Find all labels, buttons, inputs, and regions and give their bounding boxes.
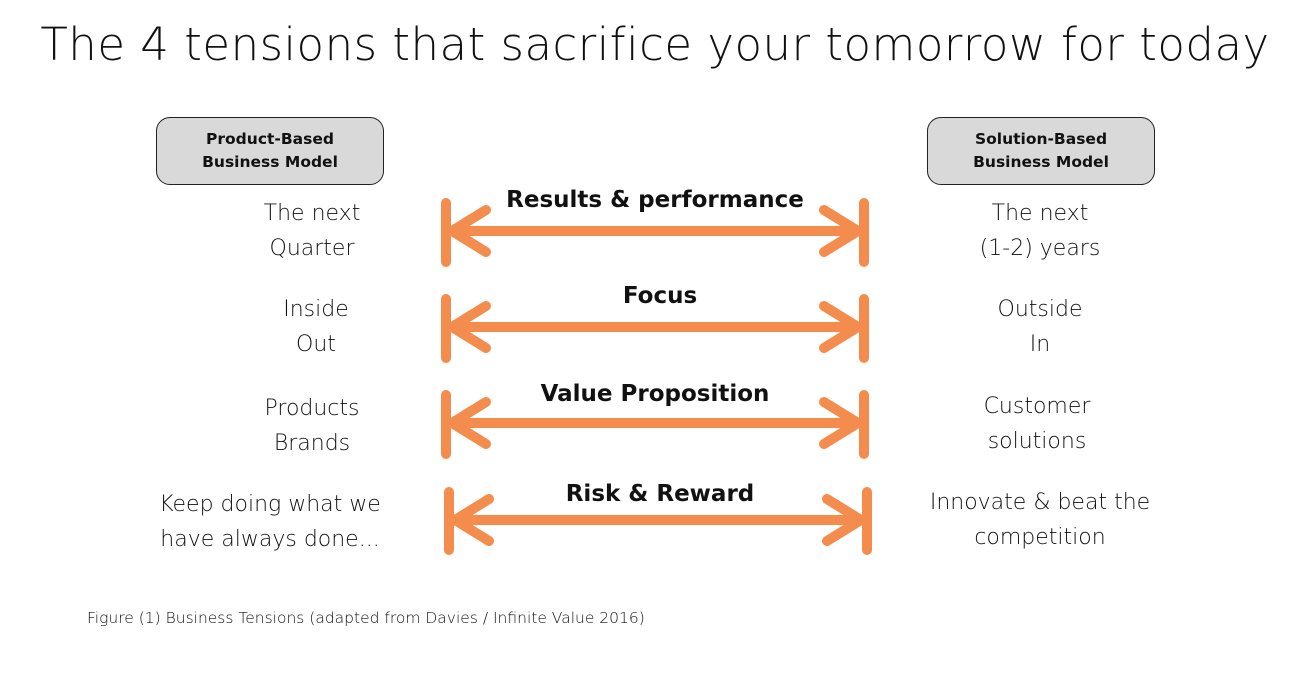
double-arrow-icon — [441, 198, 869, 267]
figure-caption: Figure (1) Business Tensions (adapted fr… — [87, 609, 645, 627]
tension-label: Results & performance — [506, 187, 804, 213]
tension-right-text: Innovate & beat the competition — [929, 490, 1151, 550]
tension-left-text: Keep doing what we have always done... — [159, 492, 381, 552]
double-arrow-icon — [444, 487, 872, 555]
right-header-box: Solution-Based Business Model — [927, 117, 1155, 185]
tension-label: Value Proposition — [540, 381, 770, 407]
tension-left-text: Products Brands — [264, 396, 360, 456]
left-header-label: Product-Based Business Model — [202, 130, 338, 171]
tension-right-text: Outside In — [997, 297, 1083, 357]
tension-label: Risk & Reward — [565, 481, 755, 507]
left-header-box: Product-Based Business Model — [156, 117, 384, 185]
double-arrow-icon — [441, 390, 869, 459]
double-arrow-icon — [441, 294, 869, 363]
tension-left-text: Inside Out — [283, 297, 349, 357]
tension-label: Focus — [622, 283, 698, 309]
tension-left-text: The next Quarter — [263, 201, 361, 261]
tension-right-text: The next (1-2) years — [979, 201, 1101, 261]
tension-right-text: Customer solutions — [983, 394, 1091, 454]
right-header-label: Solution-Based Business Model — [973, 130, 1109, 171]
page-title: The 4 tensions that sacrifice your tomor… — [40, 18, 1270, 71]
